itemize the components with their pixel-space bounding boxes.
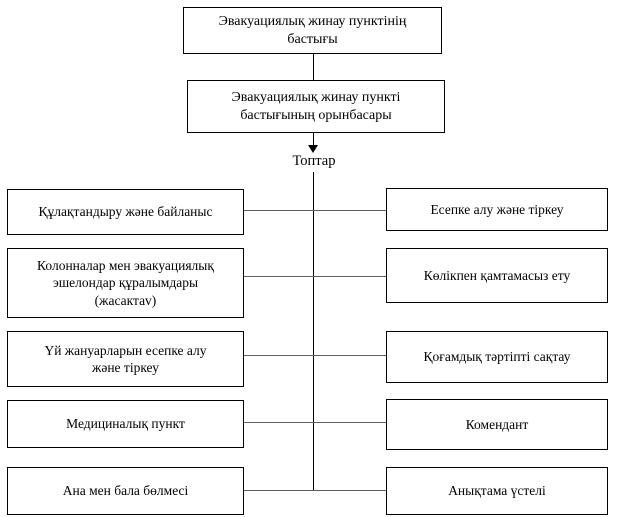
row-2-connector	[243, 276, 387, 277]
box-chief: Эвакуациялық жинау пунктінің бастығы	[183, 7, 442, 54]
central-spine-line	[313, 172, 314, 491]
box-mother-child-room: Ана мен бала бөлмесі	[7, 467, 244, 515]
row-1-connector	[243, 210, 387, 211]
arrow-shaft	[313, 133, 314, 146]
row-5-connector	[243, 490, 387, 491]
box-information-desk: Анықтама үстелі	[386, 467, 608, 515]
box-accounting-registration: Есепке алу және тіркеу	[386, 188, 608, 231]
box-pets-registration: Үй жануарларын есепке алу және тіркеу	[7, 331, 244, 387]
connector-chief-deputy	[313, 54, 314, 80]
box-notification-communication: Құлақтандыру және байланыс	[7, 189, 244, 235]
groups-label: Топтар	[292, 153, 336, 169]
row-4-connector	[243, 422, 387, 423]
row-3-connector	[243, 355, 387, 356]
box-commandant: Комендант	[386, 399, 608, 450]
box-deputy: Эвакуациялық жинау пункті бастығының оры…	[187, 80, 445, 133]
arrow-down-icon	[308, 145, 318, 153]
box-medical-point: Медициналық пункт	[7, 400, 244, 448]
box-public-order: Қоғамдық тәртіпті сақтау	[386, 331, 608, 383]
box-columns-echelons: Колонналар мен эвакуациялық эшелондар құ…	[7, 248, 244, 318]
box-transport-support: Көлікпен қамтамасыз ету	[386, 248, 608, 303]
